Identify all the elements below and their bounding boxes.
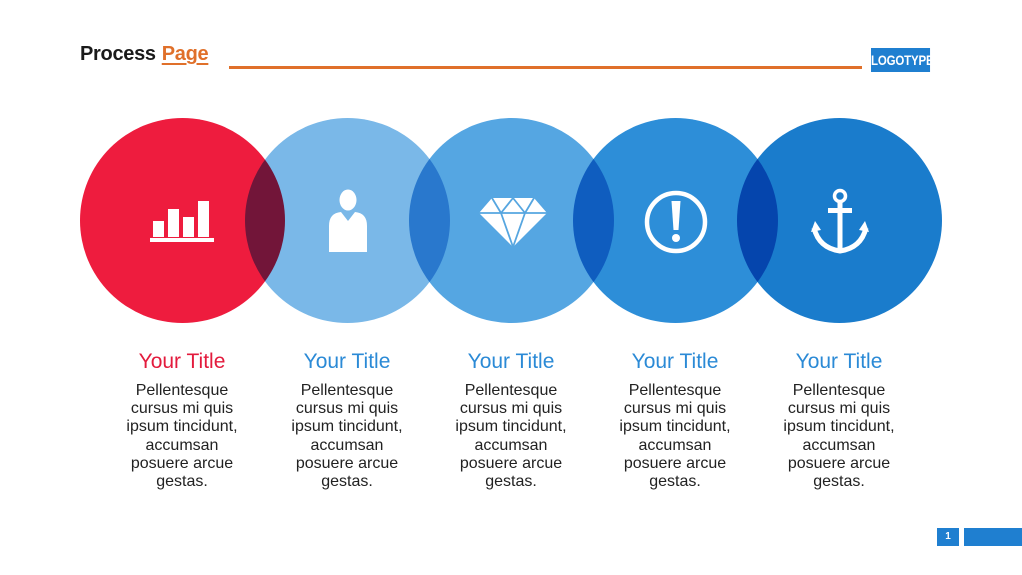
- step-3: Your Title Pellentesque cursus mi quis i…: [436, 348, 586, 491]
- step-1: Your Title Pellentesque cursus mi quis i…: [107, 348, 257, 491]
- step-3-text: Pellentesque cursus mi quis ipsum tincid…: [455, 382, 567, 491]
- diamond-icon: [479, 197, 547, 248]
- step-2-title: Your Title: [303, 350, 391, 373]
- step-5-title: Your Title: [795, 350, 883, 373]
- header-divider: [229, 66, 862, 69]
- page-title-part2: Page: [161, 43, 209, 65]
- logo: LOGOTYPE: [871, 48, 934, 72]
- step-2: Your Title Pellentesque cursus mi quis i…: [272, 348, 422, 491]
- step-1-title: Your Title: [138, 350, 226, 373]
- footer-accent-bar: [964, 528, 1022, 546]
- person-icon: [329, 189, 367, 252]
- step-5: Your Title Pellentesque cursus mi quis i…: [764, 348, 914, 491]
- step-4-text: Pellentesque cursus mi quis ipsum tincid…: [619, 382, 731, 491]
- anchor-icon: [811, 188, 869, 254]
- page-title-part1: Process: [80, 43, 156, 65]
- page-number: 1: [937, 528, 959, 546]
- page-title: Process Page: [80, 43, 209, 66]
- step-2-text: Pellentesque cursus mi quis ipsum tincid…: [291, 382, 403, 491]
- step-4: Your Title Pellentesque cursus mi quis i…: [600, 348, 750, 491]
- step-4-title: Your Title: [631, 350, 719, 373]
- bar-chart-icon: [150, 201, 214, 242]
- step-3-title: Your Title: [467, 350, 555, 373]
- step-5-text: Pellentesque cursus mi quis ipsum tincid…: [783, 382, 895, 491]
- exclamation-icon: [644, 190, 708, 254]
- step-1-text: Pellentesque cursus mi quis ipsum tincid…: [126, 382, 238, 491]
